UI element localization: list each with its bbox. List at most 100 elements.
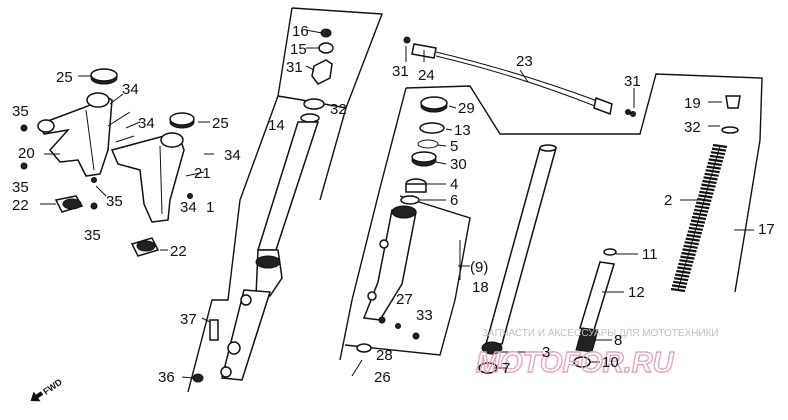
spring-coil: [704, 172, 719, 177]
spring-coil: [685, 237, 700, 242]
spring-coil: [683, 244, 698, 249]
fasteners-left: [20, 111, 214, 210]
callout-8: 8: [614, 332, 622, 349]
watermark: ЗАПЧАСТИ И АКСЕССУАРЫ ДЛЯ МОТОТЕХНИКИ MO…: [475, 328, 719, 380]
fork-cap-parts: [300, 28, 334, 123]
callout-35: 35: [106, 193, 123, 210]
callout-2: 2: [664, 192, 672, 209]
callout-30: 30: [450, 156, 467, 173]
callout-35: 35: [84, 227, 101, 244]
callout-32: 32: [684, 119, 701, 136]
spring-coil: [710, 151, 726, 156]
callout-34: 34: [122, 81, 139, 98]
speedo-cable: [403, 36, 636, 117]
lower-bracket: [110, 132, 185, 223]
spring-coil: [705, 169, 720, 174]
clamp-22a: [54, 195, 84, 213]
spring-coil: [708, 158, 723, 163]
spring-coil: [686, 233, 701, 239]
spring-coil: [712, 143, 728, 149]
callout-12: 12: [628, 284, 645, 301]
callout-1: 1: [206, 199, 214, 216]
callout-31: 31: [624, 73, 641, 90]
upper-bracket: [37, 92, 113, 177]
spring-coil: [700, 187, 715, 192]
spring-coil: [680, 255, 695, 260]
right-inner-tube: [478, 144, 557, 374]
spring-coil: [701, 183, 716, 188]
callout-22: 22: [12, 197, 29, 214]
spring-coil: [703, 176, 718, 181]
callout-4: 4: [450, 176, 458, 193]
callout-33: 33: [416, 307, 433, 324]
spring-coil: [696, 201, 711, 206]
spring-coil: [677, 266, 692, 271]
callout-35: 35: [12, 179, 29, 196]
grommet-25b: [169, 112, 195, 129]
spring-coil: [689, 223, 705, 228]
group-outlines: [187, 7, 763, 393]
spring-coil: [682, 248, 697, 253]
callout-34: 34: [138, 115, 155, 132]
callout-31: 31: [286, 59, 303, 76]
spring-coil: [673, 277, 689, 282]
spring-coil: [690, 219, 706, 224]
spring-coil: [707, 161, 722, 167]
callout-6: 6: [450, 192, 458, 209]
callout-16: 16: [292, 23, 309, 40]
spring-coil: [684, 241, 699, 246]
callout-25: 25: [56, 69, 73, 86]
spring-coil: [697, 197, 712, 203]
spring-coil: [672, 280, 688, 285]
callout-13: 13: [454, 122, 471, 139]
spring-coil: [670, 287, 686, 293]
callout-23: 23: [516, 53, 533, 70]
callout-27: 27: [396, 291, 413, 308]
callout-34: 34: [224, 147, 241, 164]
watermark-text: ЗАПЧАСТИ И АКСЕССУАРЫ ДЛЯ МОТОТЕХНИКИ: [482, 328, 719, 339]
spring-coil: [709, 154, 725, 159]
spring-coil: [706, 165, 721, 170]
callout-25: 25: [212, 115, 229, 132]
spring-coil: [699, 190, 714, 195]
callout-15: 15: [290, 41, 307, 58]
callout-29: 29: [458, 100, 475, 117]
axle-bolts-left: [192, 319, 219, 383]
fwd-label: FWD: [41, 377, 64, 397]
spring-coil: [688, 226, 704, 231]
callout-32: 32: [330, 101, 347, 118]
callout-22: 22: [170, 243, 187, 260]
clamp-22b: [130, 237, 160, 257]
spring-coil: [675, 273, 690, 278]
callout-34: 34: [180, 199, 197, 216]
callout-31: 31: [392, 63, 409, 80]
spring-coil: [693, 208, 709, 213]
seal-stack: [400, 96, 448, 205]
callout-7: 7: [502, 360, 510, 377]
spring-coil: [671, 284, 687, 289]
callout-21: 21: [194, 165, 211, 182]
callout-37: 37: [180, 311, 197, 328]
fwd-arrow: FWD: [30, 377, 64, 402]
watermark-logo: MOTOFOR.RU: [476, 347, 675, 379]
spring-coil: [679, 259, 694, 264]
spring-coil: [702, 179, 717, 185]
callout-labels: 16 15 31 32 14 1 25 34 34 35 20 35 25 34…: [12, 23, 775, 386]
leader-lines: [40, 29, 754, 379]
callout-11: 11: [642, 246, 658, 263]
callout-17: 17: [758, 221, 775, 238]
spring-coil: [692, 212, 708, 217]
callout-26: 26: [374, 369, 391, 386]
callout-9: (9): [470, 259, 488, 276]
callout-28: 28: [376, 347, 393, 364]
spring-and-piston: [573, 95, 741, 368]
callout-19: 19: [684, 95, 701, 112]
grommet-25a: [90, 68, 118, 85]
spring-coil: [691, 215, 707, 221]
spring-coil: [694, 205, 710, 210]
callout-18: 18: [472, 279, 489, 296]
callout-5: 5: [450, 138, 458, 155]
spring-coil: [687, 230, 702, 235]
spring-coil: [676, 269, 691, 275]
